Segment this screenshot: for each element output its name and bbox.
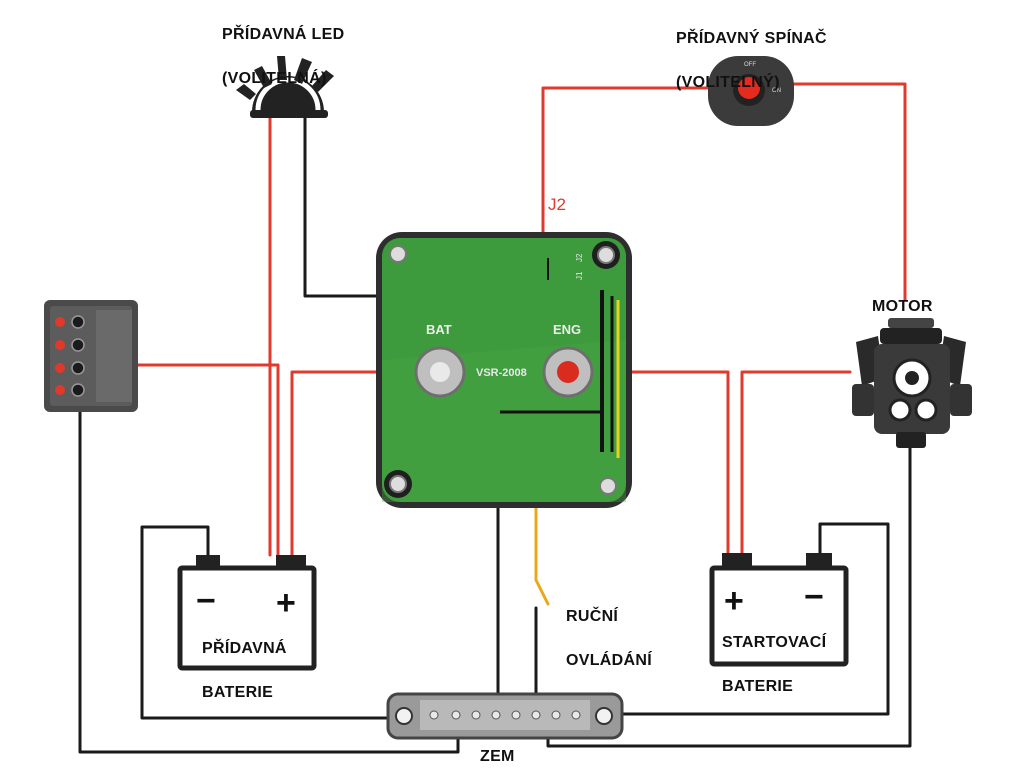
switch-red-wire-motor xyxy=(790,82,907,302)
starter-battery-icon: + − xyxy=(709,553,849,667)
manual-control-label: RUČNÍ OVLÁDÁNÍ xyxy=(566,584,652,694)
relay-j2-label: J2 xyxy=(575,253,584,262)
switch-label: PŘÍDAVNÝ SPÍNAČ (VOLITELNÝ) xyxy=(676,6,827,116)
led-lamp-icon xyxy=(236,56,334,118)
aux-battery-icon: − + xyxy=(177,555,317,671)
aux-battery-label: PŘÍDAVNÁ BATERIE xyxy=(202,616,287,726)
start-minus-ground-wire xyxy=(610,522,890,716)
aux-minus-ground-wire xyxy=(140,525,400,720)
switch-label-line1: PŘÍDAVNÝ SPÍNAČ xyxy=(676,30,827,47)
relay-eng-label: ENG xyxy=(553,322,581,337)
aux-battery-line2: BATERIE xyxy=(202,684,274,701)
motor-label: MOTOR xyxy=(872,298,933,315)
motor-engine-icon xyxy=(852,318,972,448)
start-battery-line2: BATERIE xyxy=(722,678,794,695)
start-plus-sign: + xyxy=(724,582,744,620)
manual-control-line2: OVLÁDÁNÍ xyxy=(566,652,652,669)
switch-panel-icon xyxy=(44,300,138,412)
switch-label-line2: (VOLITELNÝ) xyxy=(676,74,780,91)
start-minus-sign: − xyxy=(804,578,824,616)
aux-battery-line1: PŘÍDAVNÁ xyxy=(202,640,287,657)
manual-control-line1: RUČNÍ xyxy=(566,608,619,625)
led-label-line1: PŘÍDAVNÁ LED xyxy=(222,26,345,43)
relay-unit: BAT ENG VSR-2008 J1 J2 xyxy=(376,232,632,508)
switch-off-text: OFF xyxy=(744,62,756,68)
relay-model-label: VSR-2008 xyxy=(476,367,527,379)
led-label: PŘÍDAVNÁ LED (VOLITELNÁ) xyxy=(222,2,344,112)
led-label-line2: (VOLITELNÁ) xyxy=(222,70,327,87)
start-battery-line1: STARTOVACÍ xyxy=(722,634,827,651)
motor-red-wire xyxy=(740,370,852,557)
relay-j1-label: J1 xyxy=(575,271,584,280)
ground-label: ZEM xyxy=(480,748,515,765)
aux-plus-sign: + xyxy=(276,584,296,622)
switch-icon: OFF ON xyxy=(708,56,794,126)
start-battery-label: STARTOVACÍ BATERIE xyxy=(722,610,826,720)
switch-on-text: ON xyxy=(772,88,781,94)
aux-minus-sign: − xyxy=(196,582,216,620)
ground-bus-bar xyxy=(386,692,624,740)
panel-red-wire xyxy=(135,363,280,557)
relay-bat-label: BAT xyxy=(426,322,452,337)
j2-wire-label: J2 xyxy=(548,195,566,214)
